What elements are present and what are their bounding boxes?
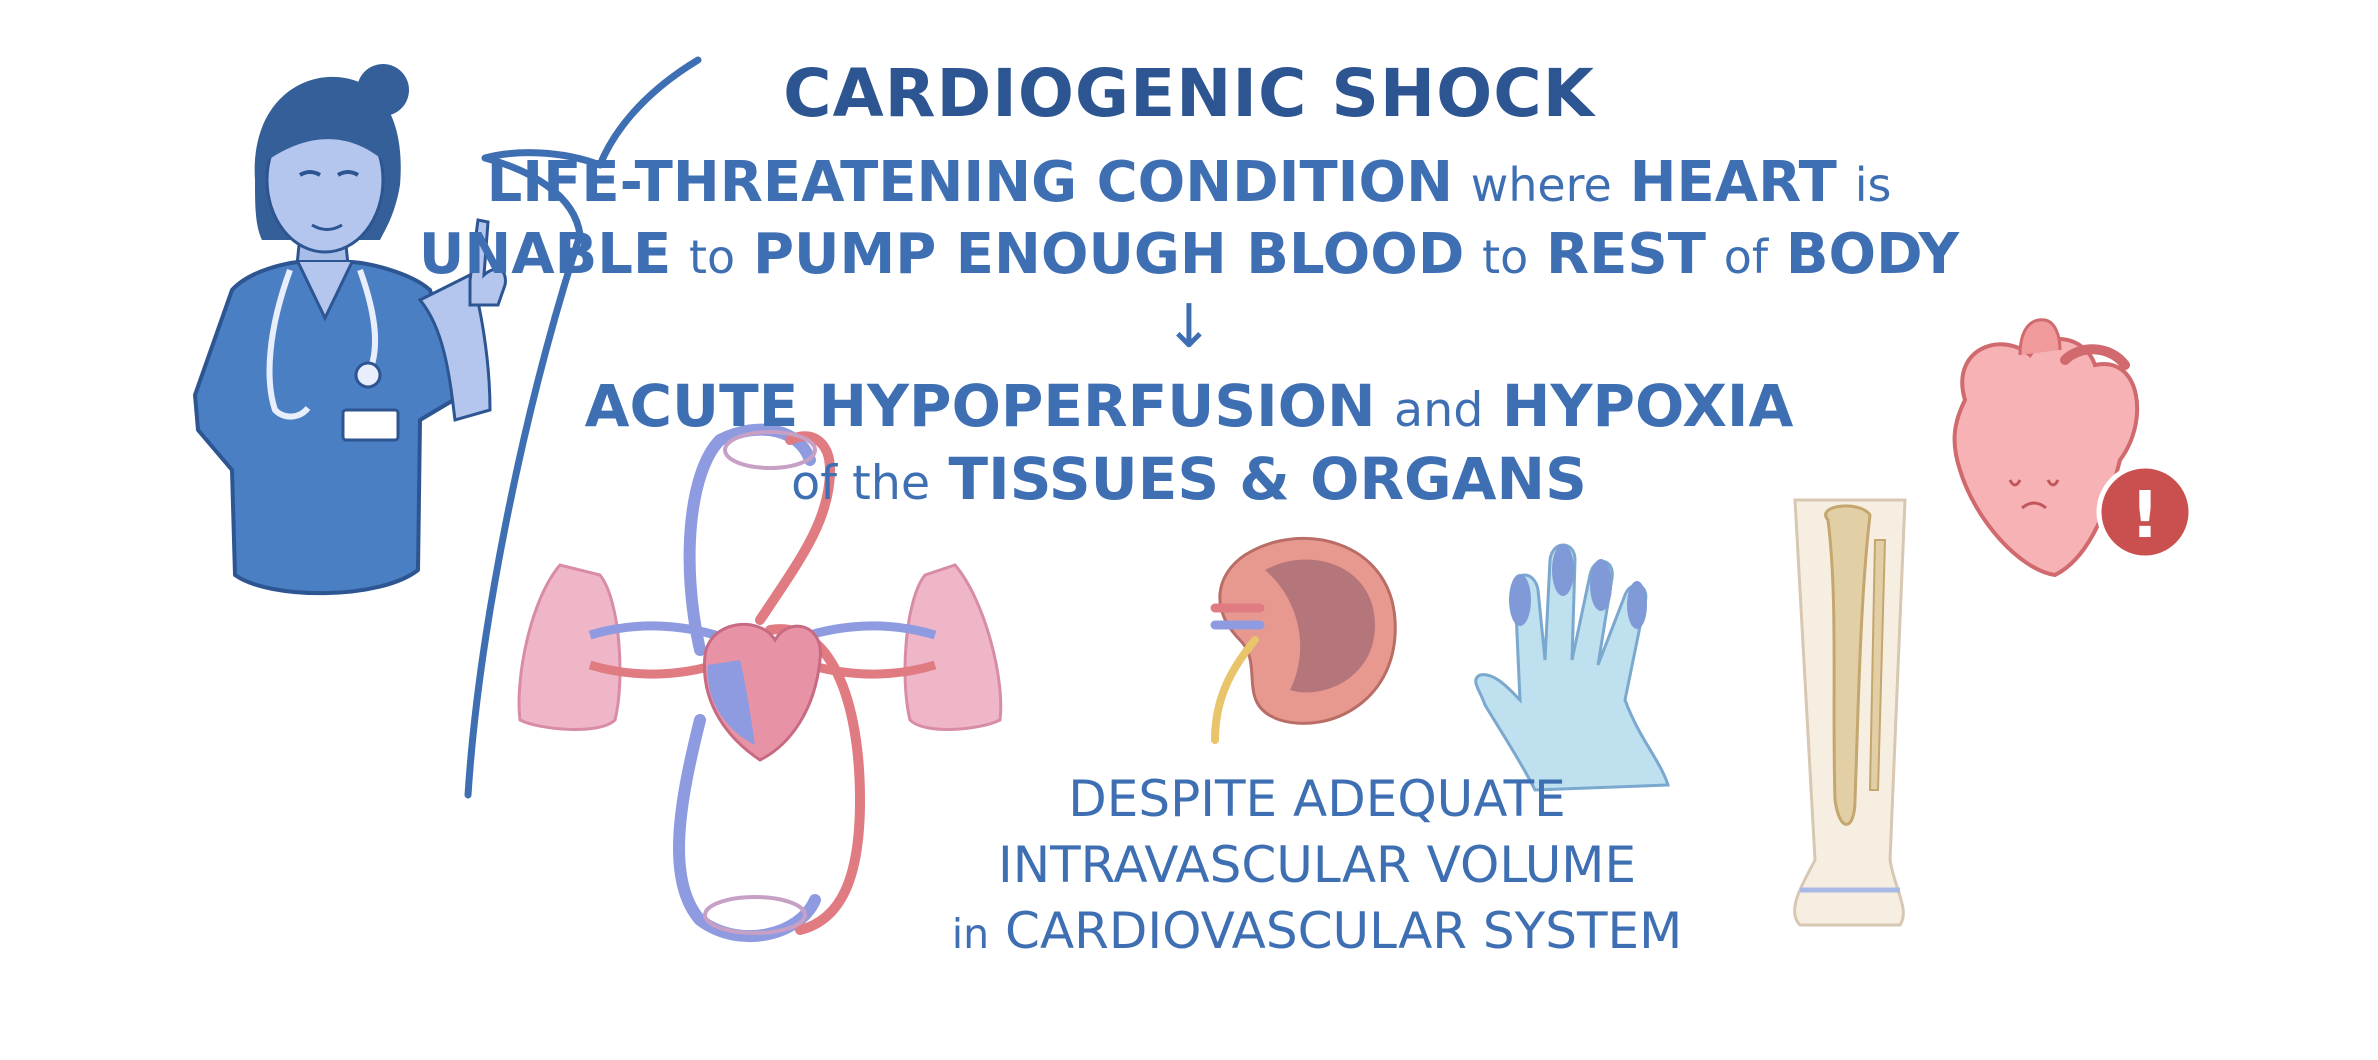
definition-line-1-c: HEART — [1629, 150, 1837, 215]
note-line-3: in CARDIOVASCULAR SYSTEM — [128, 902, 2378, 960]
result-line-1-b: and — [1394, 383, 1484, 438]
alert-symbol: ! — [2130, 479, 2159, 553]
note-line-2: INTRAVASCULAR VOLUME — [997, 836, 1637, 894]
note-line-1: DESPITE ADEQUATE — [1068, 770, 1566, 828]
page-title: CARDIOGENIC SHOCK — [783, 55, 1595, 132]
note-line-3-b: CARDIOVASCULAR SYSTEM — [1005, 902, 1683, 960]
definition-line-2-c: PUMP ENOUGH BLOOD — [752, 222, 1465, 287]
speech-bubble — [464, 56, 702, 799]
note-line-3-a: in — [951, 910, 990, 958]
definition-line-2-a: UNABLE — [418, 222, 672, 287]
definition-line-2-b: to — [689, 230, 736, 284]
definition-line-1-a: LIFE-THREATENING CONDITION — [486, 150, 1453, 215]
result-line-1-c: HYPOXIA — [1501, 372, 1794, 440]
down-arrow-icon: ↓ — [1163, 292, 1215, 362]
nurse-illustration — [193, 64, 507, 596]
result-line-1: ACUTE HYPOPERFUSION and HYPOXIA — [0, 372, 2378, 440]
heart-alert-illustration: ! — [1952, 318, 2194, 578]
definition-line-1-b: where — [1470, 158, 1612, 212]
result-line-1-a: ACUTE HYPOPERFUSION — [584, 372, 1376, 440]
definition-line-1: LIFE-THREATENING CONDITION where HEART i… — [0, 150, 2378, 215]
definition-line-2-d: to — [1482, 230, 1529, 284]
circulatory-system-illustration — [517, 423, 1003, 943]
definition-line-2-g: BODY — [1785, 222, 1960, 287]
kidney-illustration — [1210, 536, 1397, 744]
result-line-2: of the TISSUES & ORGANS — [0, 445, 2378, 513]
result-line-2-b: TISSUES & ORGANS — [948, 445, 1587, 513]
definition-line-2: UNABLE to PUMP ENOUGH BLOOD to REST of B… — [0, 222, 2378, 287]
cyanotic-hand-illustration — [1474, 543, 1671, 792]
leg-bone-illustration — [1793, 498, 1907, 927]
result-line-2-a: of the — [791, 456, 931, 511]
alert-icon — [2096, 463, 2194, 561]
definition-line-2-e: REST — [1546, 222, 1706, 287]
definition-line-1-d: is — [1854, 158, 1892, 212]
definition-line-2-f: of — [1723, 230, 1769, 284]
